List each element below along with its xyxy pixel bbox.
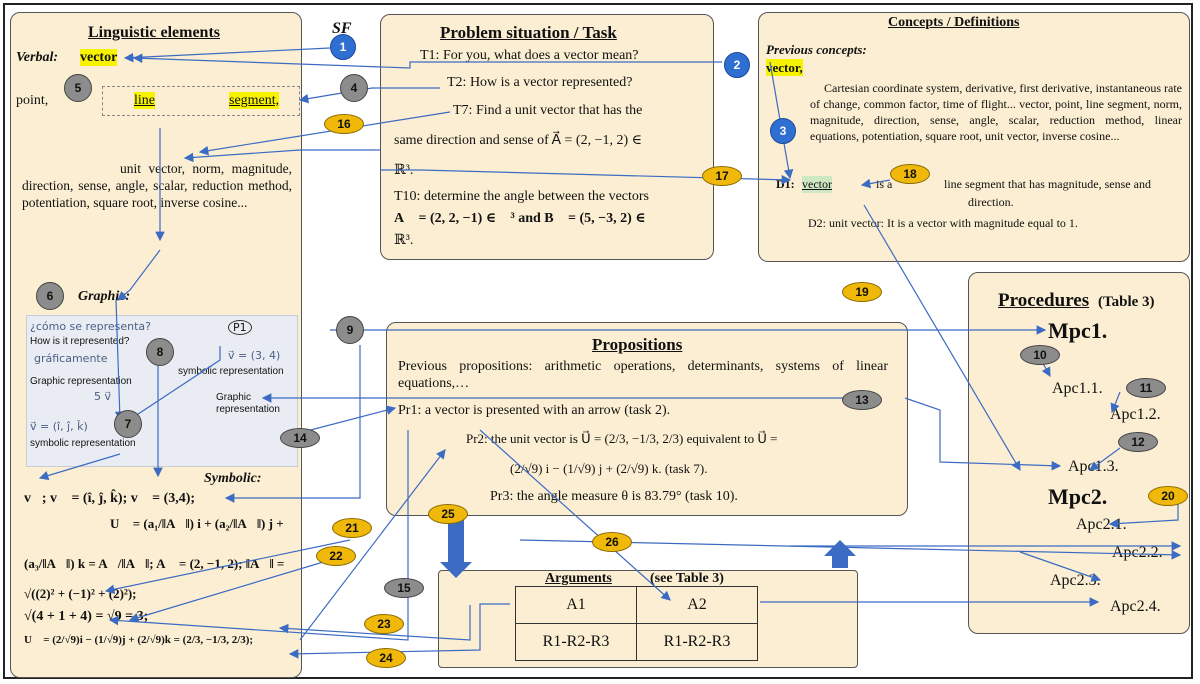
arguments-value-a2: R1-R2-R3 — [636, 623, 758, 661]
hw-question: ¿cómo se representa? — [30, 320, 151, 333]
task-t7a: T7: Find a unit vector that has the — [453, 103, 643, 118]
badge-20: 20 — [1148, 486, 1188, 506]
task-t10a: T10: determine the angle between the vec… — [394, 189, 650, 204]
badge-13: 13 — [842, 390, 882, 410]
note-graphic-representation-2: Graphic representation — [216, 392, 280, 415]
task-t1: T1: For you, what does a vector mean? — [420, 48, 639, 63]
verbal-vector: vector — [80, 49, 118, 66]
badge-19: 19 — [842, 282, 882, 302]
note-graphic-representation: Graphic representation — [30, 376, 132, 387]
arguments-see-table: (see Table 3) — [650, 571, 724, 586]
proposition-pr3: Pr3: the angle measure θ is 83.79° (task… — [490, 489, 738, 504]
procedure-apc1-2: Apc1.2. — [1110, 406, 1161, 423]
badge-11: 11 — [1126, 378, 1166, 398]
badge-26: 26 — [592, 532, 632, 552]
badge-8: 8 — [146, 338, 174, 366]
d2-text: D2: unit vector: It is a vector with mag… — [808, 216, 1078, 230]
outer-frame — [3, 3, 1193, 679]
note-symbolic-representation: symbolic representation — [178, 366, 284, 377]
d1-text-c: direction. — [968, 195, 1014, 209]
word-line: line — [134, 92, 155, 109]
hw-vijk: v⃗ = (î, ĵ, k̂) — [30, 420, 88, 433]
badge-22: 22 — [316, 546, 356, 566]
badge-21: 21 — [332, 518, 372, 538]
hw-5v: 5 v⃗ — [94, 390, 112, 403]
hw-p1: P1 — [228, 320, 252, 335]
badge-1: 1 — [330, 34, 356, 60]
procedure-apc2-2: Apc2.2. — [1112, 544, 1163, 561]
task-t2: T2: How is a vector represented? — [447, 75, 633, 90]
procedures-title: Procedures — [998, 290, 1090, 311]
arguments-header-a2: A2 — [636, 586, 758, 624]
symbolic-line-1: v⃗; v⃗ = (î, ĵ, k̂); v⃗ = (3,4); — [24, 491, 196, 506]
arguments-value-a1: R1-R2-R3 — [515, 623, 637, 661]
task-t7b: same direction and sense of A⃗ = (2, −1,… — [394, 133, 643, 148]
badge-3: 3 — [770, 118, 796, 144]
procedure-apc1-1: Apc1.1. — [1052, 380, 1103, 397]
symbolic-line-2: U⃗ = (a₁/‖A⃗‖) i + (a₂/‖A⃗‖) j + — [110, 516, 284, 531]
symbolic-label: Symbolic: — [204, 471, 262, 486]
badge-25: 25 — [428, 504, 468, 524]
concepts-vector: vector, — [766, 59, 803, 76]
badge-10: 10 — [1020, 345, 1060, 365]
arguments-table: A1 A2 R1-R2-R3 R1-R2-R3 — [515, 586, 758, 661]
hw-graficamente: gráficamente — [34, 352, 108, 365]
note-how-represented: How is it represented? — [30, 336, 130, 347]
symbolic-line-6: U⃗ = (2/√9)i − (1/√9)j + (2/√9)k = (2/3,… — [24, 634, 254, 646]
concepts-title: Concepts / Definitions — [888, 15, 1020, 30]
task-t10c: ℝ³. — [394, 233, 414, 248]
procedure-mpc1: Mpc1. — [1048, 318, 1108, 343]
badge-6: 6 — [36, 282, 64, 310]
proposition-pr2b: (2/√9) i − (1/√9) j + (2/√9) k. (task 7)… — [510, 461, 708, 476]
sf-label: SF — [332, 20, 352, 37]
badge-7: 7 — [114, 410, 142, 438]
verbal-label: Verbal: — [16, 50, 58, 65]
badge-18: 18 — [890, 164, 930, 184]
concepts-box — [758, 12, 1190, 262]
task-title: Problem situation / Task — [440, 23, 617, 42]
badge-4: 4 — [340, 74, 368, 102]
linguistic-word-list: unit vector, norm, magnitude, direction,… — [22, 161, 292, 210]
badge-5: 5 — [64, 74, 92, 102]
badge-12: 12 — [1118, 432, 1158, 452]
propositions-box — [386, 322, 908, 516]
badge-2: 2 — [724, 52, 750, 78]
procedure-apc2-4: Apc2.4. — [1110, 598, 1161, 615]
procedures-box — [968, 272, 1190, 634]
hw-v34: v⃗ = (3, 4) — [228, 349, 281, 362]
proposition-pr1: Pr1: a vector is presented with an arrow… — [398, 403, 671, 418]
arguments-title: Arguments — [545, 571, 612, 586]
propositions-title: Propositions — [592, 335, 683, 354]
badge-17: 17 — [702, 166, 742, 186]
word-segment: segment, — [229, 92, 280, 109]
d1-text-b: line segment that has magnitude, sense a… — [944, 177, 1151, 191]
concepts-prev-label: Previous concepts: — [766, 42, 867, 57]
linguistic-title: Linguistic elements — [88, 24, 220, 41]
task-box — [380, 14, 714, 260]
procedures-title-suffix: (Table 3) — [1098, 294, 1155, 310]
badge-9: 9 — [336, 316, 364, 344]
badge-24: 24 — [366, 648, 406, 668]
concepts-list: Cartesian coordinate system, derivative,… — [810, 81, 1182, 143]
task-t10b: A⃗ = (2, 2, −1) ∈ ℝ³ and B⃗ = (5, −3, 2)… — [394, 211, 646, 226]
procedure-mpc2: Mpc2. — [1048, 484, 1108, 509]
propositions-previous: Previous propositions: arithmetic operat… — [398, 359, 888, 391]
proposition-pr2a: Pr2: the unit vector is U⃗ = (2/3, −1/3,… — [466, 431, 778, 446]
badge-14: 14 — [280, 428, 320, 448]
note-symbolic-representation-2: symbolic representation — [30, 438, 136, 449]
badge-15: 15 — [384, 578, 424, 598]
d1-vector: vector — [802, 176, 832, 193]
badge-23: 23 — [364, 614, 404, 634]
word-point: point, — [16, 93, 49, 108]
badge-16: 16 — [324, 114, 364, 134]
